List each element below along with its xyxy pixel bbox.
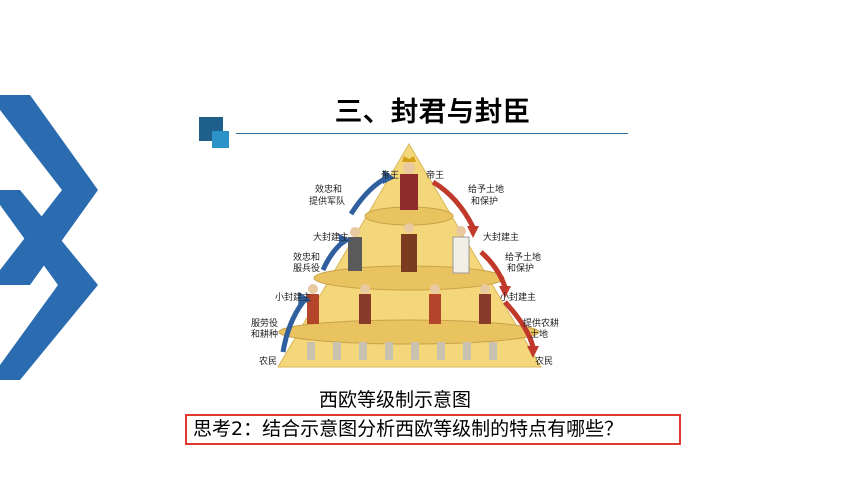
label-left-labor: 服劳役 [251,317,278,329]
label-right-land-3: 土地 [530,328,548,340]
slide-title: 三、封君与封臣 [335,97,531,128]
feudal-pyramid-diagram: 帝王 效忠和 提供军队 大封建主 效忠和 服兵役 小封建主 服劳役 和耕种 农民… [251,143,559,368]
label-left-emperor: 帝王 [381,169,399,181]
label-right-small-lord: 小封建主 [500,291,536,303]
label-left-small-lord: 小封建主 [275,291,311,303]
title-square-light [212,131,229,148]
great-lord-figures [348,223,470,274]
label-right-protect-2: 和保护 [507,262,534,274]
label-left-farming: 和耕种 [251,328,278,340]
label-right-land-1: 给予土地 [468,183,504,195]
question-box: 思考2：结合示意图分析西欧等级制的特点有哪些？ [185,414,681,445]
label-left-loyalty-2: 效忠和 [293,251,320,263]
label-left-military: 服兵役 [293,262,320,274]
label-left-peasant: 农民 [259,355,277,367]
chevron-decoration [0,95,98,380]
king-figure [400,156,418,210]
label-left-great-lord: 大封建主 [313,231,349,243]
label-left-army: 提供军队 [309,195,345,207]
question-text: 思考2：结合示意图分析西欧等级制的特点有哪些？ [193,418,624,440]
label-right-great-lord: 大封建主 [483,231,519,243]
peasant-figures [307,342,497,360]
label-left-loyalty-1: 效忠和 [315,183,342,195]
title-underline [236,133,628,134]
diagram-caption: 西欧等级制示意图 [319,389,472,411]
right-down-arrows [431,179,536,348]
label-right-peasant: 农民 [535,355,553,367]
label-right-emperor: 帝王 [426,169,444,181]
label-right-provide: 提供农耕 [523,317,559,329]
label-right-land-2: 给予土地 [505,251,541,263]
label-right-protect-1: 和保护 [471,195,498,207]
small-lord-figures [307,284,491,324]
